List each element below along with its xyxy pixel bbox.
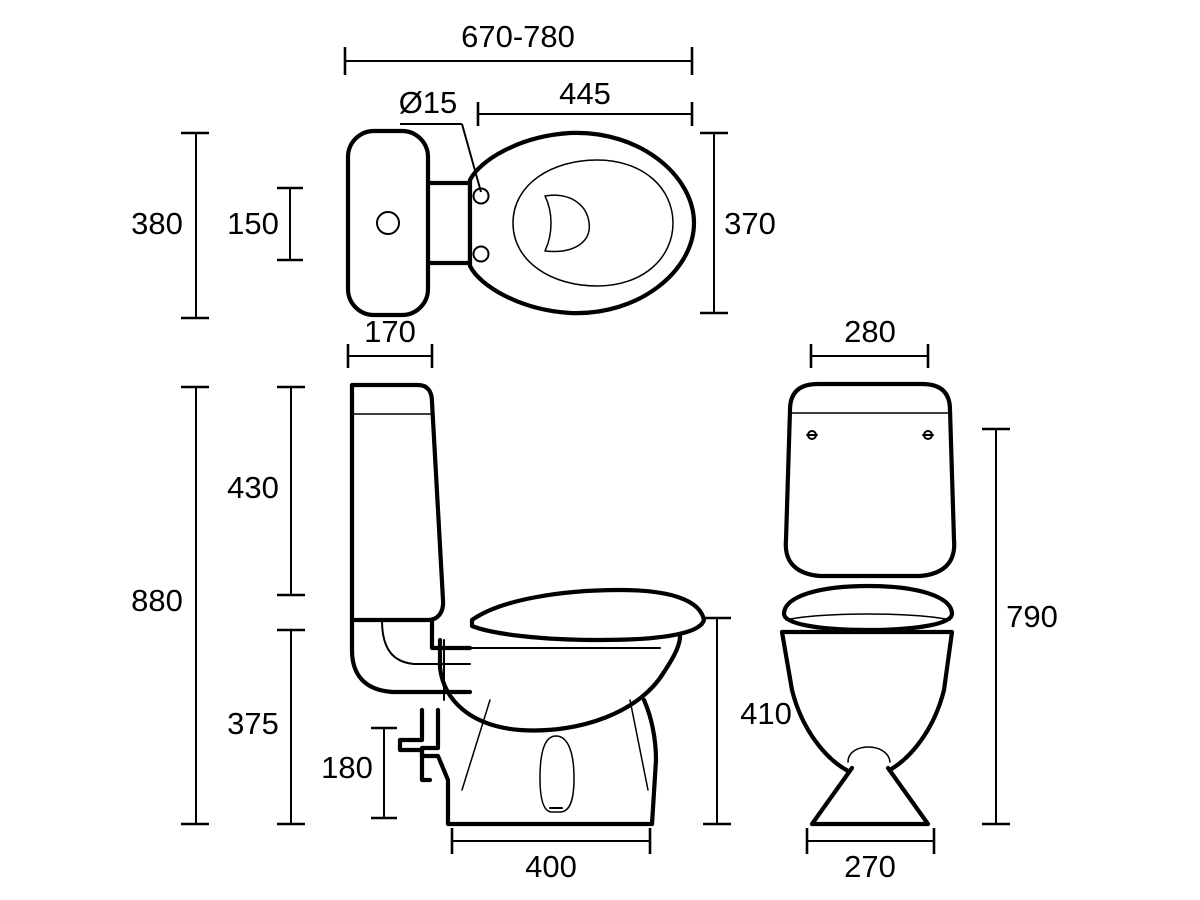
dim-880-label: 880	[131, 583, 183, 618]
plan-seat-outline	[467, 130, 697, 316]
side-cistern-body	[349, 382, 446, 623]
dim-150-label: 150	[227, 206, 279, 241]
dim-430-label: 430	[227, 470, 279, 505]
side-base-teardrop-detail	[539, 735, 575, 813]
side-pedestal-base	[419, 697, 659, 827]
dim-diameter-15-label: Ø15	[399, 85, 458, 120]
side-elevation	[349, 382, 707, 827]
dim-790-label: 790	[1006, 599, 1058, 634]
side-flush-pipe-outer	[349, 617, 473, 695]
dim-180-label: 180	[321, 750, 373, 785]
front-dimensions: 280 790 270	[805, 314, 1058, 884]
side-bowl-outline	[437, 633, 683, 733]
front-cistern-body	[783, 381, 957, 579]
side-outlet-spigot	[397, 707, 433, 783]
plan-flush-button-icon	[376, 211, 400, 235]
plan-seat-inner-ring	[512, 159, 674, 287]
side-seat-profile	[469, 587, 707, 643]
side-pedestal-edge-right	[629, 699, 649, 791]
front-seat-rim-seam	[785, 613, 951, 621]
plan-cistern-body	[345, 128, 431, 318]
dim-diameter-leader-angled	[461, 123, 482, 193]
plan-bowl-opening-detail	[544, 194, 590, 253]
plan-dimensions: 670-780 445 Ø15 380 150 370 170	[131, 19, 776, 368]
dim-375-label: 375	[227, 706, 279, 741]
dim-270-label: 270	[844, 849, 896, 884]
side-dimensions: 880 430 375 180 410 400	[131, 385, 792, 884]
dim-370-label: 370	[724, 206, 776, 241]
dim-410-label: 410	[740, 696, 792, 731]
front-seat-rim	[781, 583, 955, 633]
dim-400-label: 400	[525, 849, 577, 884]
plan-fixing-hole-lower	[472, 245, 490, 263]
front-pedestal-waist-seam	[847, 746, 891, 763]
side-flush-pipe-inner	[381, 619, 471, 665]
dim-170-label: 170	[364, 314, 416, 349]
front-elevation	[779, 381, 957, 827]
plan-view	[345, 128, 697, 318]
side-pedestal-edge-left	[461, 699, 491, 791]
front-pedestal-foot	[809, 765, 931, 827]
dim-280-label: 280	[844, 314, 896, 349]
dim-670-780-label: 670-780	[461, 19, 575, 54]
dim-445-label: 445	[559, 76, 611, 111]
dim-380-label: 380	[131, 206, 183, 241]
side-cistern-base-lip	[429, 617, 473, 651]
